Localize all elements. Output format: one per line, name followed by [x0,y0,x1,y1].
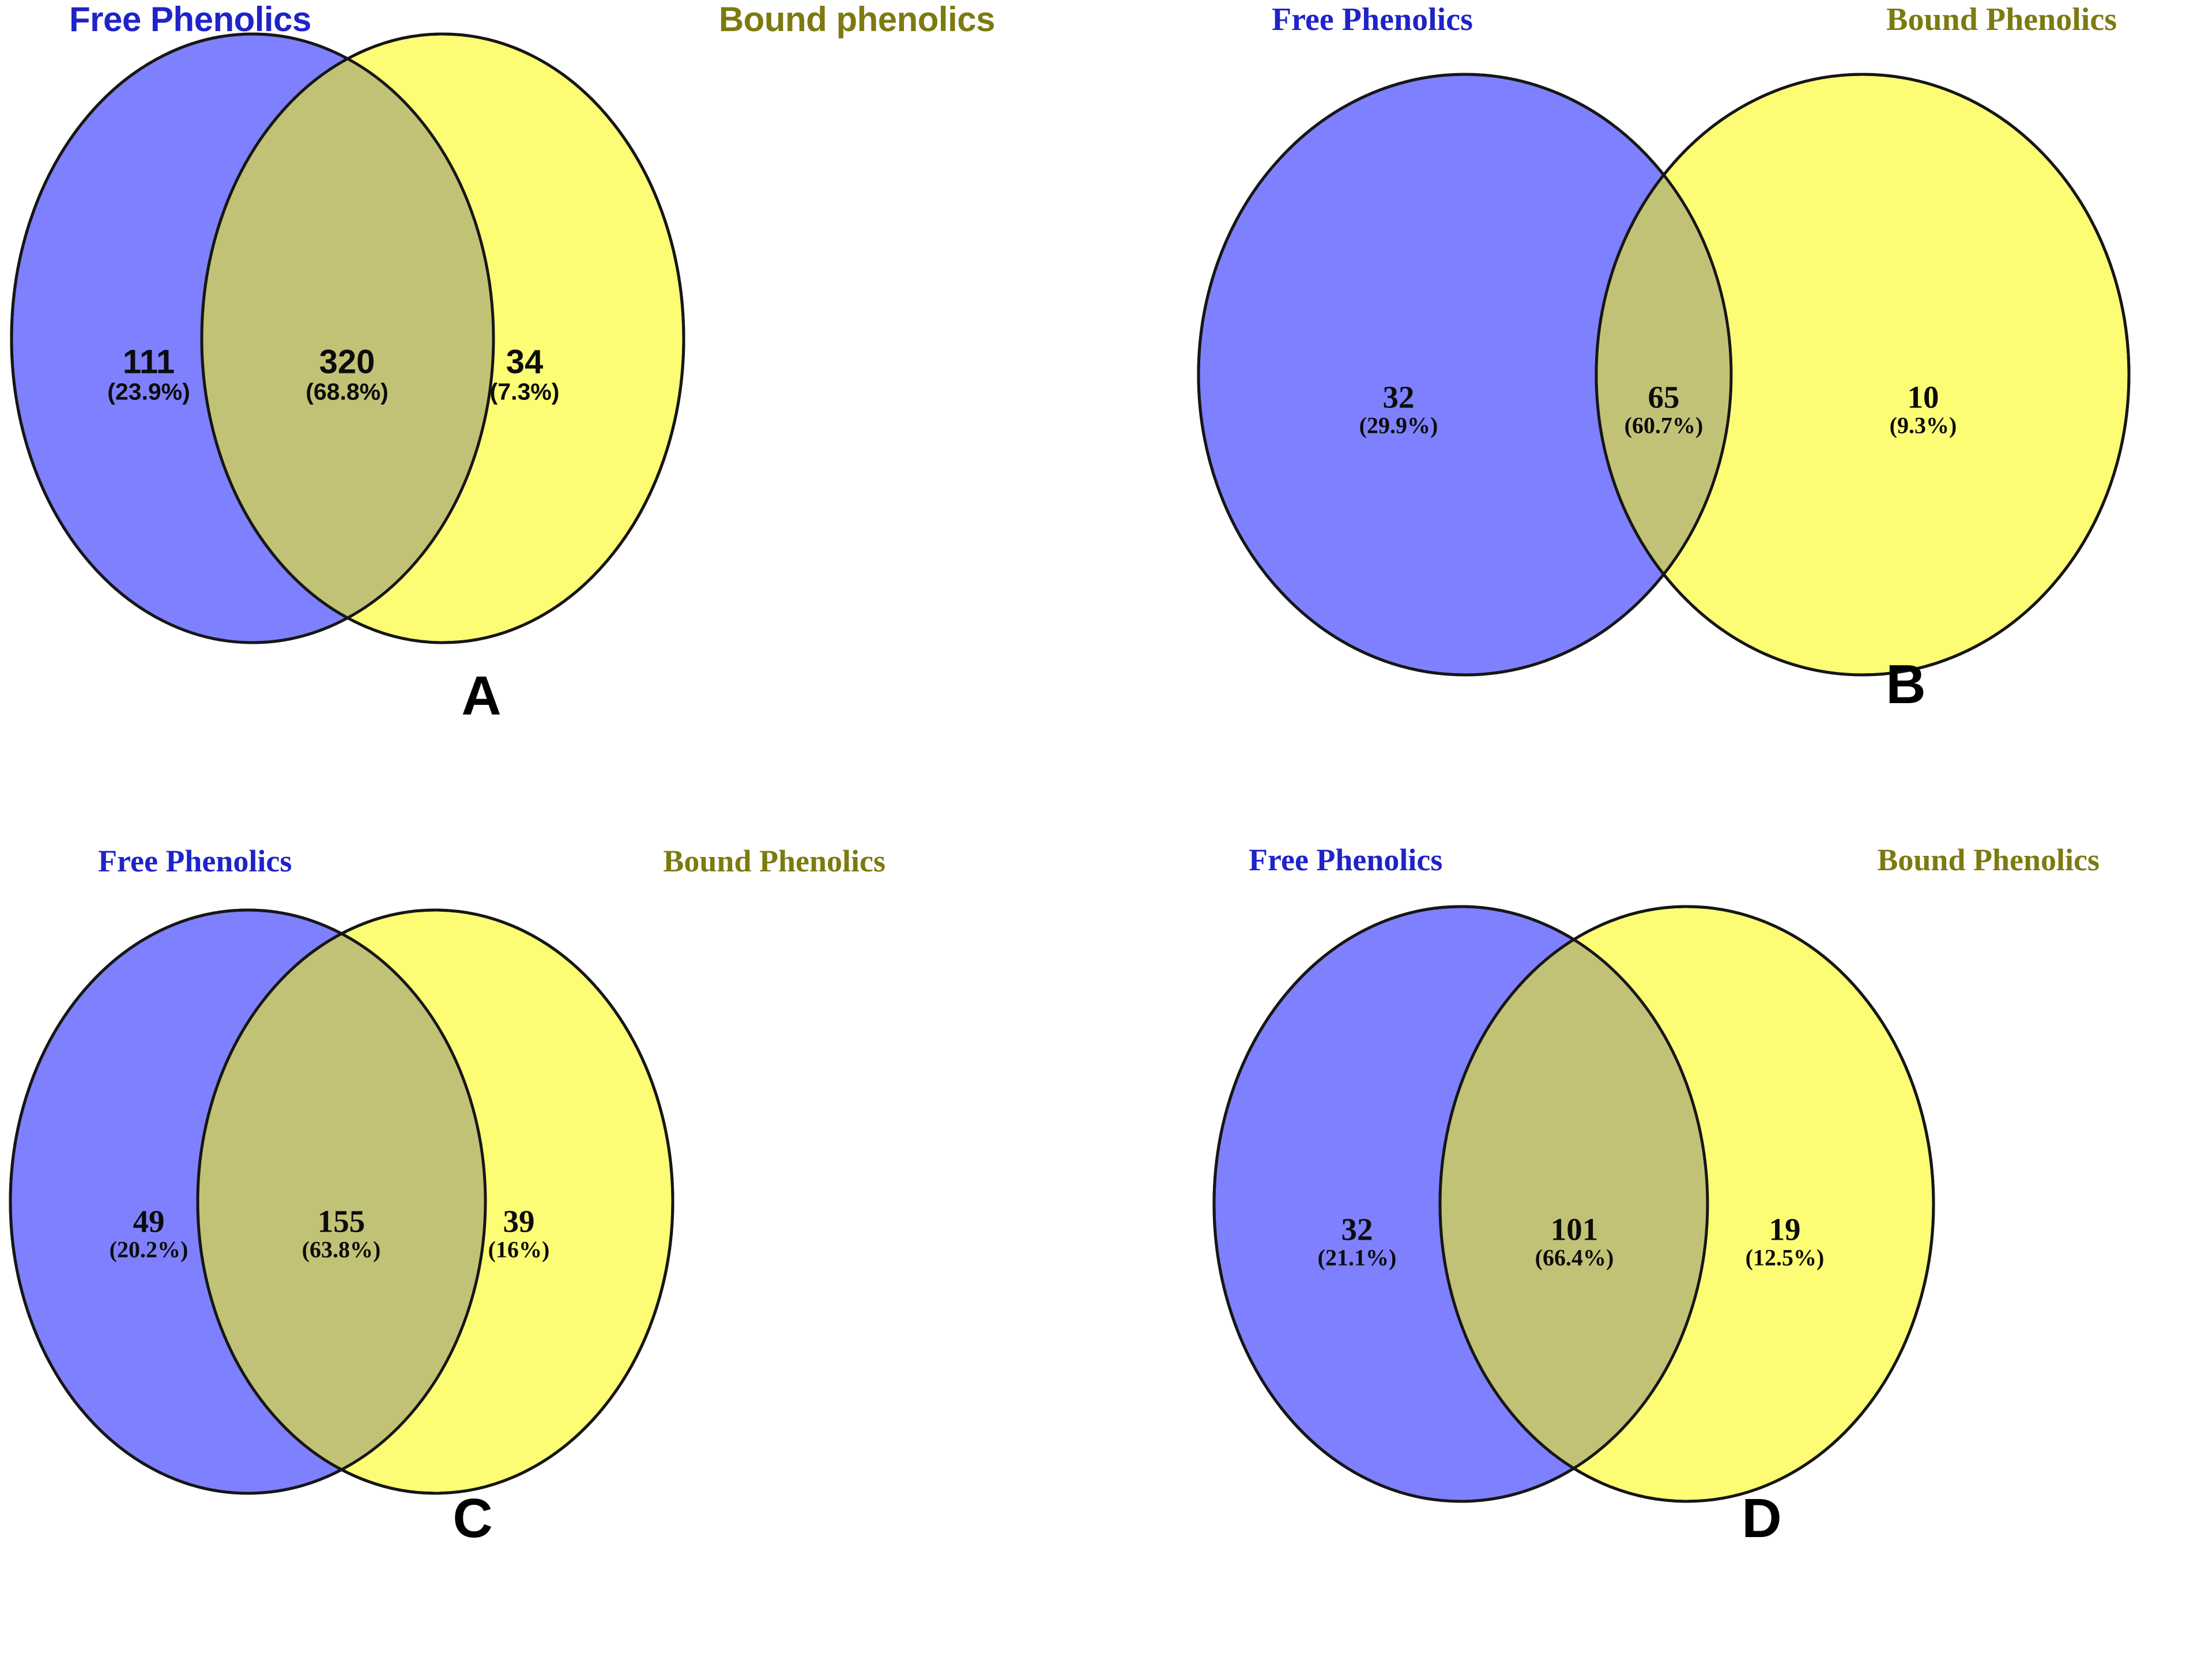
panel-c-free-only-percent: (20.2%) [109,1236,189,1263]
panel-a-bound-set-outline [200,32,685,644]
venn-panel-a: Free Phenolics Bound phenolics 111 [0,0,1093,840]
panel-a-intersection-region [202,34,493,643]
panel-a-free-only-count: 111 [122,343,175,381]
panel-c-free-set-outline [9,908,487,1495]
panel-d-bound-only-percent: (12.5%) [1745,1244,1825,1271]
panel-d-bound-only-count: 19 [1769,1211,1801,1247]
panel-a-bound-only-value: 34 (7.3%) [490,345,560,405]
panel-b-bound-only-percent: (9.3%) [1889,412,1957,439]
panel-letter-c: C [453,1488,493,1549]
panel-a-bound-phenolics-label: Bound phenolics [718,0,996,39]
panel-b-bound-phenolics-label: Bound Phenolics [1886,2,2117,37]
panel-b-bound-only-value: 10 (9.3%) [1889,379,1957,439]
panel-b-free-phenolics-label: Free Phenolics [1272,2,1473,37]
venn-panel-d: Free Phenolics Bound Phenolics 32 [1093,840,2186,1680]
panel-b-venn-stage: 32 (29.9%) 65 (60.7%) 10 (9.3%) [1194,72,2134,677]
panel-c-intersection-value: 155 (63.8%) [302,1205,381,1262]
panel-d-venn-stage: 32 (21.1%) 101 (66.4%) 19 (12.5%) [1203,904,2154,1504]
panel-b-set-labels: Free Phenolics Bound Phenolics [1093,3,2186,36]
panel-b-intersection-value: 65 (60.7%) [1624,379,1703,439]
panel-b-intersection-percent: (60.7%) [1624,412,1703,439]
panel-c-free-phenolics-label: Free Phenolics [98,844,292,878]
panel-b-free-only-value: 32 (29.9%) [1359,379,1438,439]
panel-b-free-set-outline [1197,73,1733,677]
panel-d-intersection-value: 101 (66.4%) [1535,1213,1614,1270]
panel-a-intersection-count: 320 [319,343,375,381]
panel-d-set-labels: Free Phenolics Bound Phenolics [1093,844,2186,875]
panel-c-bound-only-value: 39 (16%) [488,1205,550,1262]
panel-c-free-only-count: 49 [133,1203,165,1239]
panel-d-intersection-percent: (66.4%) [1535,1244,1614,1271]
venn-panel-c: Free Phenolics Bound Phenolics 49 [0,840,1093,1680]
panel-b-venn-diagram [1197,73,2131,677]
panel-c-bound-only-count: 39 [503,1203,535,1239]
panel-d-bound-phenolics-label: Bound Phenolics [1877,843,2100,877]
panel-letter-a: A [461,665,502,727]
panel-d-bound-set-outline [1438,905,1935,1503]
panel-b-bound-only-count: 10 [1907,379,1939,415]
panel-a-bound-only-percent: (7.3%) [489,378,560,405]
panel-a-free-only-value: 111 (23.9%) [107,345,190,405]
panel-d-intersection-count: 101 [1550,1211,1599,1247]
panel-d-venn-diagram [1212,905,1935,1503]
panel-b-bound-set-outline [1595,73,2131,677]
panel-c-venn-diagram [9,908,674,1495]
panel-c-bound-only-percent: (16%) [488,1236,550,1263]
panel-b-intersection-count: 65 [1648,379,1680,415]
panel-a-intersection-percent: (68.8%) [306,378,389,405]
panel-d-free-phenolics-label: Free Phenolics [1249,843,1443,877]
panel-d-free-set-outline [1212,905,1709,1503]
panel-c-set-labels: Free Phenolics Bound Phenolics [0,845,1093,877]
panel-a-intersection-value: 320 (68.8%) [306,345,389,405]
panel-a-free-set-outline [10,32,495,644]
panel-b-free-only-count: 32 [1382,379,1415,415]
panel-c-venn-stage: 49 (20.2%) 155 (63.8%) 39 (16%) [6,908,974,1496]
panel-d-free-only-percent: (21.1%) [1317,1244,1397,1271]
venn-panel-b: Free Phenolics Bound Phenolics 32 [1093,0,2186,840]
panel-c-intersection-percent: (63.8%) [301,1236,381,1263]
panel-d-intersection-region [1440,907,1708,1501]
panel-d-free-only-value: 32 (21.1%) [1318,1213,1397,1270]
panel-c-intersection-count: 155 [317,1203,365,1239]
panel-c-free-only-value: 49 (20.2%) [110,1205,189,1262]
panel-a-free-only-percent: (23.9%) [107,378,190,405]
panel-a-bound-only-count: 34 [506,343,544,381]
panel-c-bound-phenolics-label: Bound Phenolics [663,844,885,878]
panel-c-intersection-region [198,910,485,1493]
panel-letter-d: D [1742,1488,1782,1549]
panel-b-free-only-percent: (29.9%) [1359,412,1438,439]
panel-letter-b: B [1886,654,1926,715]
panel-a-venn-stage: 111 (23.9%) 320 (68.8%) 34 (7.3%) [6,32,686,645]
panel-d-bound-only-value: 19 (12.5%) [1746,1213,1825,1270]
panel-a-venn-diagram [10,32,685,644]
panel-d-free-only-count: 32 [1341,1211,1373,1247]
panel-c-bound-set-outline [196,908,674,1495]
